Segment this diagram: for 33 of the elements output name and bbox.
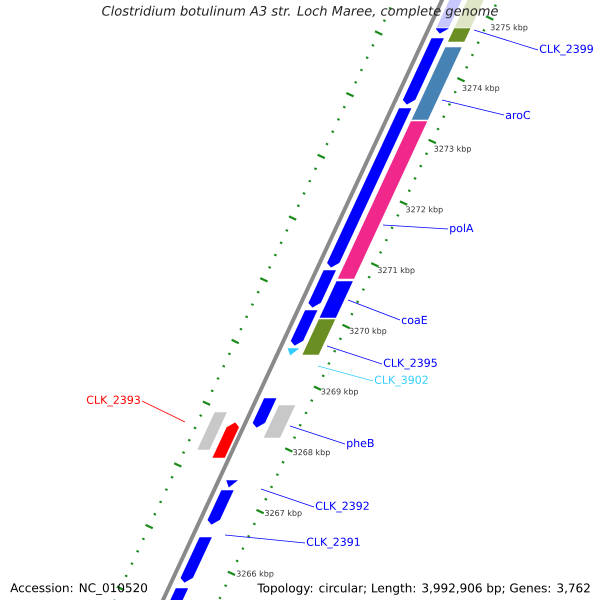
title: Clostridium botulinum A3 str. Loch Maree, complete genome [102,6,498,18]
footer-text: Accession: NC_010520 [10,583,148,595]
leader-line [326,346,382,364]
tick-label: 3274 kbp [462,84,500,93]
tick-label: 3266 kbp [236,570,274,578]
leader-line [348,300,400,320]
gene-label: aroC [506,110,530,120]
leader-line [290,426,346,444]
leader-line [474,30,538,50]
gene-label: CLK_2391 [306,538,360,548]
footer-text: Topology: circular; Length: 3,992,906 bp; Genes: 3,762 [257,583,590,595]
tick-label: 3269 kbp [321,388,358,396]
leader-line [442,100,504,116]
tick-label: 3275 kbp [490,24,528,32]
gene-label: CLK_2392 [316,502,369,512]
gene-label: pheB [347,438,374,450]
leader-line [318,366,374,382]
tick-label: 3270 kbp [350,328,386,336]
tick-label: 3273 kbp [434,146,471,154]
tick-label: 3267 kbp [265,510,302,518]
gene-label: CLK_2393 [86,396,140,406]
leader-line [260,488,314,508]
leader-line [142,400,186,422]
leader-line [382,224,448,230]
gene-label: CLK_2395 [384,358,437,370]
tick-label: 3272 kbp [406,206,443,214]
gene-label: CLK_3902 [374,376,428,386]
tick-label: 3268 kbp [293,449,330,457]
gene-label: CLK_2399 [540,44,593,56]
gene-label: polA [450,224,474,234]
leader-line [224,534,306,544]
tick-label: 3271 kbp [378,266,415,275]
gene-label: coaE [402,316,427,324]
